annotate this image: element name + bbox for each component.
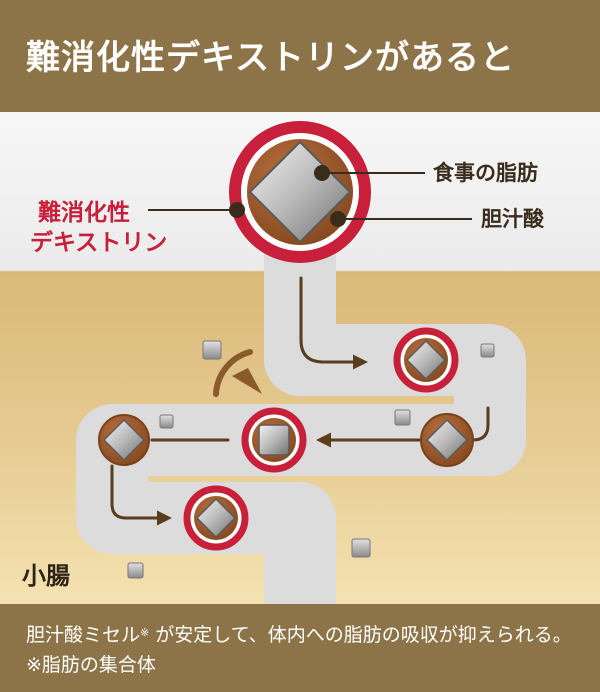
label-dextrin-line2: デキストリン [30,229,167,256]
caption: 胆汁酸ミセル※ が安定して、体内への脂肪の吸収が抑えられる。 ※脂肪の集合体 [26,620,586,680]
flow-arrow [110,464,172,526]
flow-arrows [110,276,490,526]
label-food-fat: 食事の脂肪 [433,161,538,185]
footer-bar: 胆汁酸ミセル※ が安定して、体内への脂肪の吸収が抑えられる。 ※脂肪の集合体 [0,604,600,692]
label-small-intestine: 小腸 [22,562,70,590]
fat-cube [351,538,371,558]
header-bar: 難消化性デキストリンがあると [0,0,600,112]
page-title: 難消化性デキストリンがあると [26,38,515,78]
fat-cube [159,414,174,429]
arc-arrow [213,349,262,397]
fat-cube [127,562,144,579]
dextrin-micelle-large [229,121,371,263]
fat-cubes [127,340,495,579]
label-bile-acid: 胆汁酸 [481,207,545,231]
dextrin-micelle-square [241,407,307,473]
caption-part1: 胆汁酸ミセル [26,624,141,646]
fat-cube [202,340,222,360]
bile-micelle [98,414,150,466]
bile-micelle [420,413,474,467]
fat-cube [480,343,495,358]
label-dextrin-line1: 難消化性 [38,199,130,226]
fat-cube [394,409,411,426]
flow-arrow [471,406,490,442]
tube-exit [264,560,336,604]
leader-lines [148,165,472,227]
dextrin-micelle [183,485,249,551]
flow-arrow [299,276,368,370]
caption-part2: が安定して、体内への脂肪の吸収が抑えられる。 ※脂肪の集合体 [26,624,572,676]
caption-mark: ※ [140,626,150,639]
dextrin-micelle [393,327,459,393]
